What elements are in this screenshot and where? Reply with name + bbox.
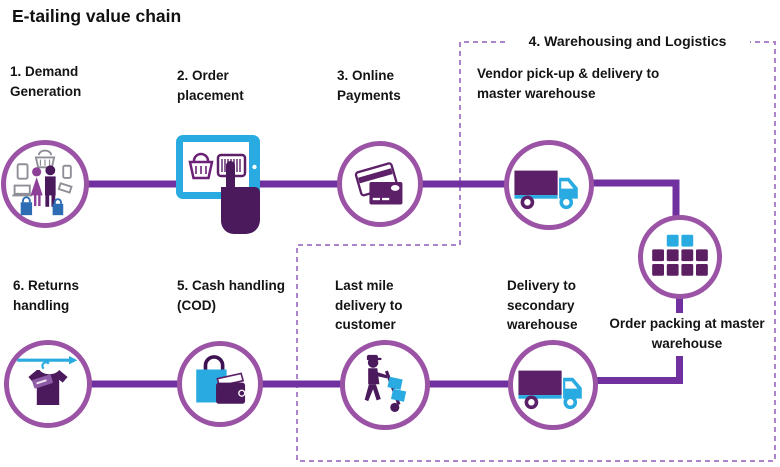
label-returns-handling: 6. Returns handling xyxy=(13,278,80,313)
node-last-mile-delivery xyxy=(340,340,430,430)
label-cash-handling: 5. Cash handling (COD) xyxy=(177,278,286,313)
label-order-packing: Order packing at master warehouse xyxy=(609,316,765,351)
node-vendor-pickup-delivery xyxy=(504,140,594,230)
pointing-hand-glyph xyxy=(221,161,260,234)
truck-icon xyxy=(514,170,578,210)
shirt-hanger-icon xyxy=(17,356,78,405)
packed-boxes-icon xyxy=(652,234,708,276)
label-vendor-pickup-delivery: Vendor pick-up & delivery to master ware… xyxy=(477,66,660,101)
label-demand-generation: 1. Demand Generation xyxy=(10,64,82,99)
node-order-packing xyxy=(638,215,722,299)
label-last-mile-delivery: Last mile delivery to customer xyxy=(335,278,403,333)
warehousing-section-label: 4. Warehousing and Logistics xyxy=(505,33,750,49)
node-demand-generation xyxy=(1,140,89,228)
node-order-placement xyxy=(176,135,260,235)
shoppers-icon xyxy=(12,149,73,216)
credit-cards-icon xyxy=(354,162,403,205)
hand-truck-icon xyxy=(364,354,407,412)
node-online-payments xyxy=(337,141,423,227)
node-returns-handling xyxy=(4,340,92,428)
flow-connectors xyxy=(86,179,683,388)
label-online-payments: 3. Online Payments xyxy=(337,68,401,103)
label-delivery-secondary: Delivery to secondary warehouse xyxy=(507,278,578,333)
bag-wallet-icon xyxy=(196,355,246,404)
node-cash-handling xyxy=(177,341,263,427)
tablet-order-icon xyxy=(176,135,260,234)
page-title: E-tailing value chain xyxy=(12,6,182,26)
node-delivery-secondary-warehouse xyxy=(508,340,598,430)
label-order-placement: 2. Order placement xyxy=(177,68,244,103)
truck-icon xyxy=(518,370,582,410)
basket-glyph xyxy=(188,152,214,180)
